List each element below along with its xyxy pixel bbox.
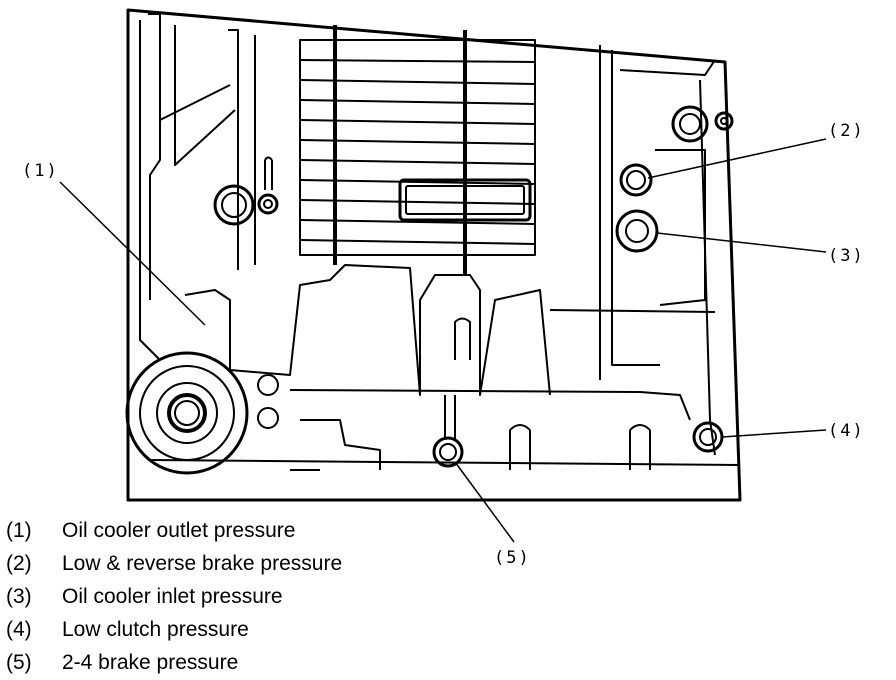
leader-line-1 [59, 181, 206, 326]
top-right-fitting [671, 105, 734, 143]
leader-line-2 [647, 138, 827, 179]
legend-text: Low & reverse brake pressure [62, 551, 343, 575]
leader-line-3 [656, 232, 827, 253]
legend-number: (4) [6, 617, 32, 641]
legend-item: (4) Low clutch pressure [6, 613, 466, 646]
case-outline [126, 8, 742, 502]
legend: (1) Oil cooler outlet pressure (2) Low &… [6, 514, 466, 679]
port-3 [615, 209, 659, 253]
cooling-fins [299, 25, 536, 275]
legend-item: (2) Low & reverse brake pressure [6, 547, 466, 580]
legend-number: (5) [6, 650, 32, 674]
legend-text: 2-4 brake pressure [62, 650, 239, 674]
callout-3: (3) [828, 246, 865, 266]
port-5 [432, 436, 464, 468]
left-pressure-fitting [213, 184, 279, 226]
oil-pump-pulley [125, 351, 279, 475]
legend-number: (3) [6, 584, 32, 608]
port-4 [692, 421, 724, 453]
callout-5: (5) [494, 548, 531, 568]
leader-line-5 [454, 461, 515, 543]
legend-item: (1) Oil cooler outlet pressure [6, 514, 466, 547]
legend-item: (5) 2-4 brake pressure [6, 646, 466, 679]
legend-number: (1) [6, 518, 32, 542]
legend-item: (3) Oil cooler inlet pressure [6, 580, 466, 613]
legend-text: Oil cooler inlet pressure [62, 584, 283, 608]
leader-line-4 [721, 429, 827, 438]
callout-4: (4) [828, 421, 865, 441]
legend-number: (2) [6, 551, 32, 575]
callout-1: (1) [22, 161, 59, 181]
port-2 [619, 163, 653, 197]
legend-text: Low clutch pressure [62, 617, 249, 641]
legend-text: Oil cooler outlet pressure [62, 518, 296, 542]
callout-2: (2) [828, 121, 865, 141]
